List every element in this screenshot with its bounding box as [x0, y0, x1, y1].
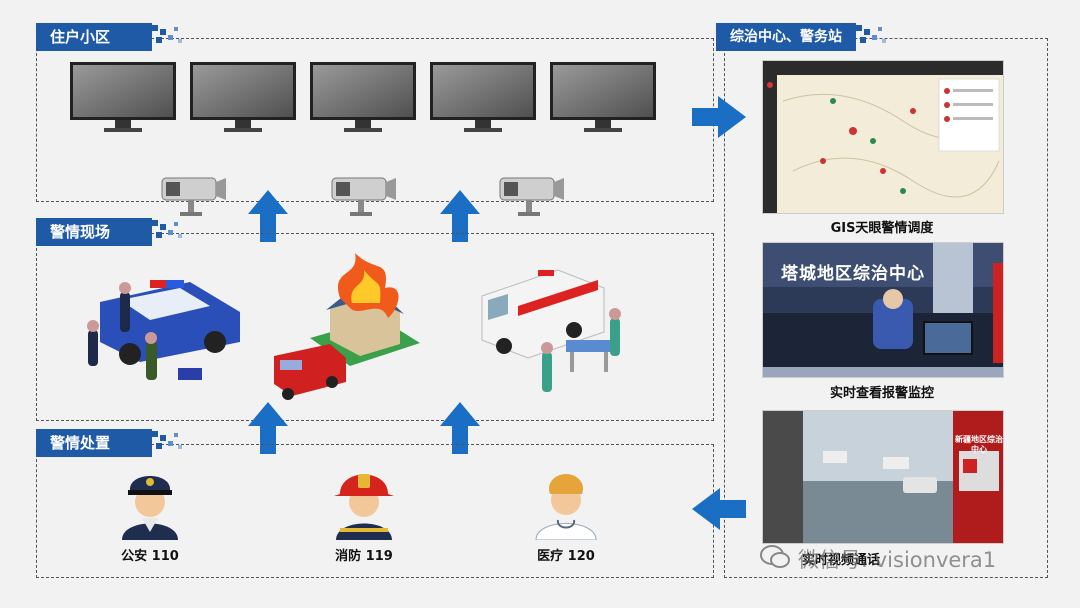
- monitoring-room-photo: 塔城地区综治中心: [762, 242, 1004, 378]
- control-room-image: [763, 243, 1003, 377]
- ambulance-scene-illustration: [481, 269, 621, 392]
- pixel-decoration-icon: [152, 220, 182, 238]
- up-arrow-icon: [440, 402, 480, 454]
- scene-section-title: 警情现场: [50, 223, 111, 241]
- scene-section-box: [36, 233, 714, 421]
- police-officer-icon: [122, 476, 178, 540]
- up-arrow-icon: [248, 190, 288, 242]
- center-section-box: [724, 38, 1048, 578]
- wechat-watermark: 微信号: visionvera1: [760, 542, 1060, 572]
- monitor-icon: [550, 62, 656, 132]
- responder-label-fire: 消防 119: [335, 549, 393, 564]
- gis-map-screenshot: [762, 60, 1004, 214]
- wechat-icon: [760, 545, 790, 568]
- responder-label-police: 公安 110: [121, 549, 179, 564]
- monitor-icon: [190, 62, 296, 132]
- video-call-photo: 新疆地区综治中心: [762, 410, 1004, 544]
- control-room-banner: 塔城地区综治中心: [781, 264, 925, 284]
- handling-section-tag: 警情处置: [36, 429, 182, 457]
- firefighter-icon: [334, 474, 394, 540]
- gis-map-image: [763, 61, 1003, 213]
- center-section-tag: 综治中心、警务站: [716, 23, 886, 51]
- panel-caption-monitoring: 实时查看报警监控: [829, 386, 934, 401]
- left-arrow-icon: [692, 488, 746, 530]
- residential-section-title: 住户小区: [50, 28, 111, 46]
- responder-label-medical: 医疗 120: [537, 549, 595, 564]
- video-call-image: [763, 411, 1003, 543]
- right-arrow-icon: [692, 96, 746, 138]
- up-arrow-icon: [440, 190, 480, 242]
- panel-caption-video-call: 实时视频通话: [802, 553, 881, 568]
- monitor-icon: [430, 62, 536, 132]
- monitor-icon: [310, 62, 416, 132]
- panel-caption-gis: GIS天眼警情调度: [830, 221, 934, 236]
- pixel-decoration-icon: [152, 25, 182, 43]
- pixel-decoration-icon: [856, 25, 886, 43]
- handling-section-title: 警情处置: [50, 434, 111, 452]
- residential-section-tag: 住户小区: [36, 23, 182, 51]
- pixel-decoration-icon: [152, 431, 182, 449]
- doctor-icon: [535, 474, 597, 540]
- monitor-icon: [70, 62, 176, 132]
- watermark-text: 微信号: visionvera1: [798, 548, 997, 572]
- security-camera-icon: [499, 177, 564, 216]
- video-call-sign: 新疆地区综治中心: [955, 435, 1003, 454]
- police-car-scene-illustration: [87, 280, 240, 380]
- up-arrow-icon: [248, 402, 288, 454]
- scene-section-tag: 警情现场: [36, 218, 182, 246]
- house-fire-scene-illustration: [274, 253, 420, 400]
- security-camera-icon: [161, 177, 226, 216]
- security-camera-icon: [331, 177, 396, 216]
- center-section-title: 综治中心、警务站: [730, 29, 842, 45]
